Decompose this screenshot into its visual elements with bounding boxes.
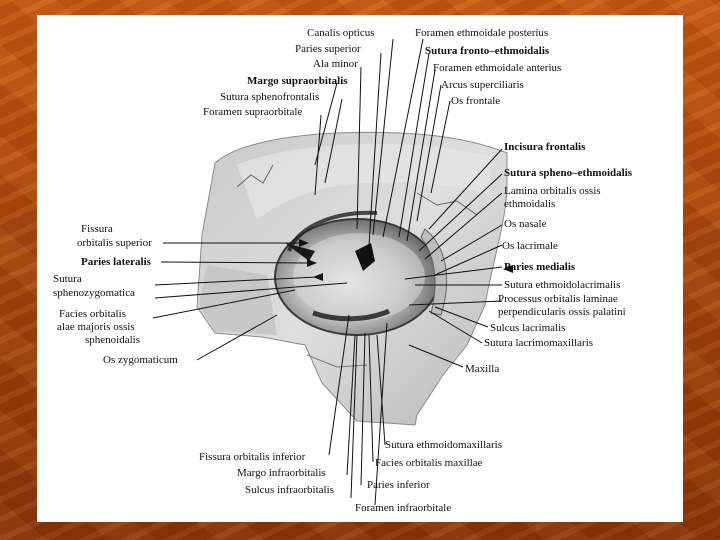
label-os-zygomaticum: Os zygomaticum — [103, 354, 178, 366]
label-sutura-sphenofrontalis: Sutura sphenofrontalis — [220, 91, 319, 103]
label-foramen-supraorbitale: Foramen supraorbitale — [203, 106, 302, 118]
label-fissura-orbitalis-superior-2: orbitalis superior — [77, 237, 152, 249]
label-fissura-orbitalis-inferior: Fissura orbitalis inferior — [199, 451, 305, 463]
label-facies-orbitalis-alae-1: Facies orbitalis — [59, 308, 126, 320]
label-sutura-sphenozygomatica-1: Sutura — [53, 273, 82, 285]
label-incisura-frontalis: Incisura frontalis — [504, 141, 585, 153]
label-margo-infraorbitalis: Margo infraorbitalis — [237, 467, 326, 479]
label-foramen-ethmoidale-anterius: Foramen ethmoidale anterius — [433, 62, 561, 74]
label-ala-minor: Ala minor — [313, 58, 358, 70]
label-paries-superior: Paries superior — [295, 43, 361, 55]
label-sutura-fronto-ethmoidalis: Sutura fronto–ethmoidalis — [425, 45, 549, 57]
orbit-illustration — [37, 15, 683, 522]
label-foramen-ethmoidale-posterius: Foramen ethmoidale posterius — [415, 27, 548, 39]
diagram-panel: Canalis opticus Paries superior Ala mino… — [37, 15, 683, 522]
label-lamina-orbitalis-1: Lamina orbitalis ossis — [504, 185, 601, 197]
label-processus-orbitalis-1: Processus orbitalis laminae — [498, 293, 618, 305]
label-lamina-orbitalis-2: ethmoidalis — [504, 198, 555, 210]
label-os-frontale: Os frontale — [451, 95, 500, 107]
label-canalis-opticus: Canalis opticus — [307, 27, 375, 39]
label-margo-supraorbitalis: Margo supraorbitalis — [247, 75, 348, 87]
label-paries-lateralis: Paries lateralis — [81, 256, 151, 268]
label-os-lacrimale: Os lacrimale — [502, 240, 558, 252]
label-facies-orbitalis-alae-3: sphenoidalis — [85, 334, 140, 346]
label-os-nasale: Os nasale — [504, 218, 546, 230]
label-foramen-infraorbitale: Foramen infraorbitale — [355, 502, 451, 514]
label-sutura-sphenozygomatica-2: sphenozygomatica — [53, 287, 135, 299]
label-maxilla: Maxilla — [465, 363, 499, 375]
label-paries-medialis: Paries medialis — [504, 261, 575, 273]
label-fissura-orbitalis-superior-1: Fissura — [81, 223, 113, 235]
label-paries-inferior: Paries inferior — [367, 479, 430, 491]
label-sutura-lacrimomaxillaris: Sutura lacrimomaxillaris — [484, 337, 593, 349]
label-facies-orbitalis-alae-2: alae majoris ossis — [57, 321, 135, 333]
label-facies-orbitalis-maxillae: Facies orbitalis maxillae — [375, 457, 483, 469]
label-arcus-superciliaris: Arcus superciliaris — [441, 79, 524, 91]
label-sutura-ethmoidolacrimalis: Sutura ethmoidolacrimalis — [504, 279, 620, 291]
label-sutura-spheno-ethmoidalis: Sutura spheno–ethmoidalis — [504, 167, 632, 179]
label-sulcus-lacrimalis: Sulcus lacrimalis — [490, 322, 565, 334]
label-sutura-ethmoidomaxillaris: Sutura ethmoidomaxillaris — [385, 439, 502, 451]
label-processus-orbitalis-2: perpendicularis ossis palatini — [498, 306, 626, 318]
label-sulcus-infraorbitalis: Sulcus infraorbitalis — [245, 484, 334, 496]
